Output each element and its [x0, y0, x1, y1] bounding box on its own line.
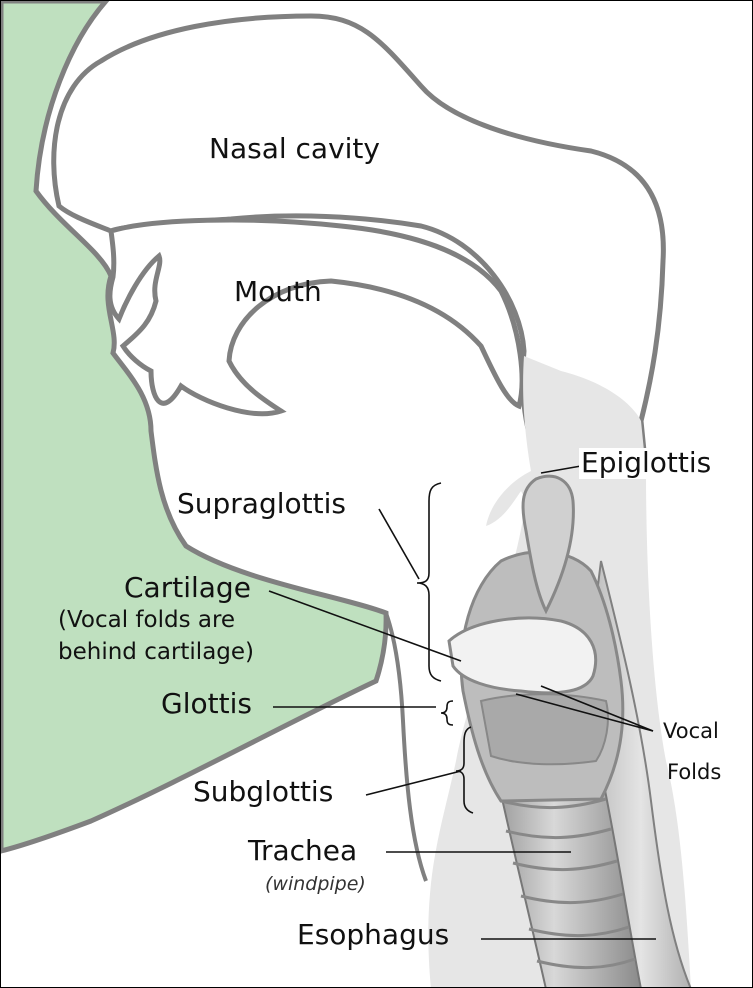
supraglottis-label: Supraglottis [177, 487, 346, 520]
trachea-label: Trachea [248, 834, 358, 867]
trachea-rings [500, 797, 636, 970]
cartilage-note-line1: (Vocal folds are [58, 607, 236, 633]
epiglottis-label: Epiglottis [579, 446, 714, 479]
cricoid-region [479, 693, 609, 766]
esophagus-label: Esophagus [297, 918, 450, 951]
nasal-cavity-label: Nasal cavity [209, 132, 380, 165]
nasal-cavity-shape [51, 13, 666, 474]
mouth-shape [107, 217, 525, 417]
cartilage-label: Cartilage [124, 571, 251, 604]
vocal-folds-label-line1: Vocal [663, 719, 719, 743]
glottis-label: Glottis [161, 687, 252, 720]
leader-lines [268, 465, 656, 940]
cartilage-note-line2: behind cartilage) [58, 639, 255, 665]
neck-outline [384, 612, 428, 882]
subglottis-label: Subglottis [193, 775, 334, 808]
epiglottis-shape [521, 474, 575, 615]
mouth-label: Mouth [234, 275, 322, 308]
face-skin [1, 1, 389, 854]
vocal-folds-label-line2: Folds [667, 760, 722, 784]
thyroid-cartilage [447, 616, 598, 695]
trachea-note: (windpipe) [265, 873, 366, 895]
